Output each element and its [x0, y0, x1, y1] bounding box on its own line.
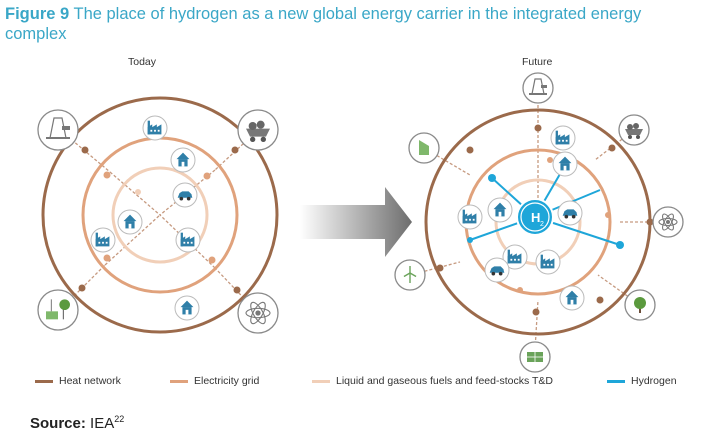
legend-heat-network: Heat network — [35, 375, 121, 387]
legend-label: Liquid and gaseous fuels and feed-stocks… — [336, 375, 553, 387]
legend-label: Electricity grid — [194, 375, 260, 387]
figure-title: Figure 9 The place of hydrogen as a new … — [5, 4, 695, 44]
legend-electricity-grid: Electricity grid — [170, 375, 259, 387]
coal-cart-icon — [237, 109, 279, 151]
legend-swatch — [312, 379, 330, 383]
legend-swatch — [35, 379, 53, 383]
transition-arrow — [300, 187, 412, 257]
atom-icon — [237, 292, 279, 334]
figure-number: Figure 9 — [5, 5, 70, 23]
today-icons — [37, 109, 279, 334]
factory-icon — [502, 244, 528, 270]
source-ref: 22 — [114, 414, 125, 424]
biomass-icon — [408, 132, 440, 164]
legend-label: Hydrogen — [631, 375, 677, 387]
factory-icon — [90, 227, 116, 253]
source-text: IEA — [90, 415, 115, 432]
source-note: Source: IEA22 — [30, 414, 124, 432]
car-icon — [484, 257, 510, 283]
house-icon — [174, 295, 200, 321]
future-nodes — [436, 124, 654, 316]
figure-caption: The place of hydrogen as a new global en… — [5, 5, 642, 43]
oil-rig-icon — [522, 72, 554, 104]
house-icon — [559, 285, 585, 311]
factory-icon — [175, 227, 201, 253]
legend-swatch — [170, 379, 188, 383]
legend: Heat network Electricity grid Liquid and… — [0, 375, 701, 391]
today-label: Today — [128, 56, 157, 68]
future-icons — [394, 72, 684, 373]
hydrogen-nodes — [467, 174, 624, 249]
house-icon — [170, 147, 196, 173]
solar-panel-icon — [519, 341, 551, 373]
legend-label: Heat network — [59, 375, 121, 387]
wind-turbine-icon — [394, 259, 426, 291]
factory-icon — [535, 249, 561, 275]
car-icon — [172, 182, 198, 208]
coal-cart-icon — [618, 114, 650, 146]
hydrogen-hub — [516, 198, 554, 236]
factory-icon — [550, 125, 576, 151]
atom-icon — [652, 206, 684, 238]
legend-swatch — [607, 379, 625, 383]
renewables-icon — [37, 289, 79, 331]
car-icon — [557, 200, 583, 226]
house-icon — [552, 151, 578, 177]
legend-hydrogen: Hydrogen — [607, 375, 677, 387]
future-label: Future — [522, 56, 553, 68]
house-icon — [117, 209, 143, 235]
factory-icon — [457, 204, 483, 230]
hydrogen-hub-sub: 2 — [540, 221, 544, 228]
legend-fuels: Liquid and gaseous fuels and feed-stocks… — [312, 375, 553, 387]
today-heat-ring — [41, 96, 279, 334]
hydrogen-hub-label: H — [531, 210, 540, 225]
tree-icon — [624, 289, 656, 321]
house-icon — [487, 197, 513, 223]
today-fuels-ring — [111, 166, 209, 264]
today-spokes — [59, 129, 259, 314]
oil-rig-icon — [37, 109, 79, 151]
today-diagram — [41, 96, 279, 334]
today-nodes — [78, 146, 241, 294]
source-label: Source: — [30, 415, 86, 432]
factory-icon — [142, 115, 168, 141]
